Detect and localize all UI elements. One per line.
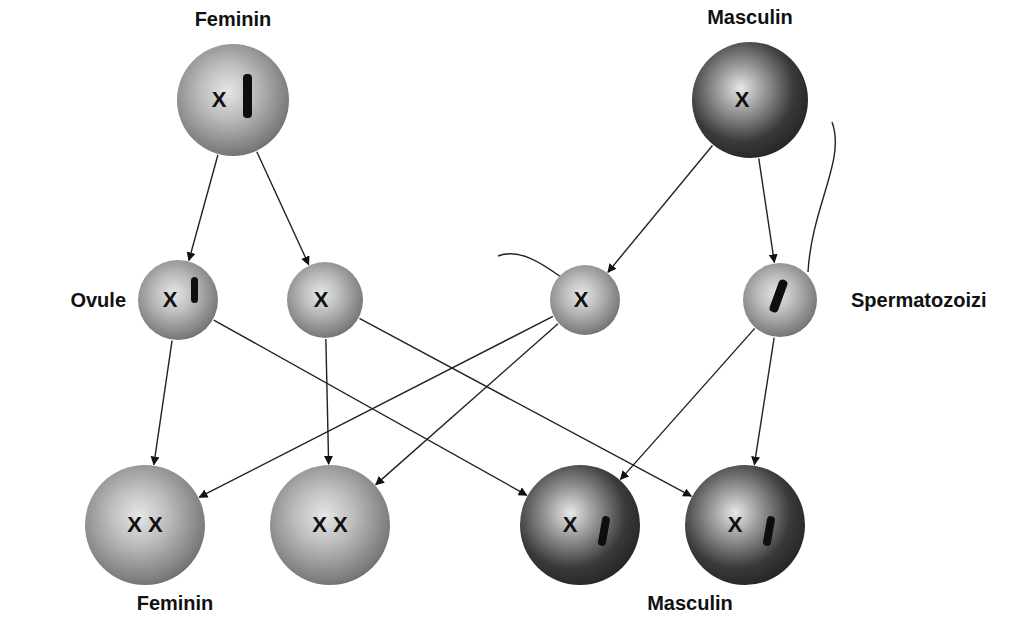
chromosome (243, 74, 252, 118)
inheritance-arrow (754, 338, 774, 465)
chromosome-label: X X (127, 514, 162, 536)
sperm-tail (808, 122, 835, 272)
cell-circle: FemininX (177, 44, 289, 156)
chromosome (191, 277, 198, 303)
sperm-tail (498, 254, 561, 277)
inheritance-arrow (759, 158, 775, 262)
inheritance-arrow (608, 146, 713, 273)
cell-circle: X (520, 465, 640, 585)
cell-heading: Masculin (707, 6, 793, 28)
inheritance-arrow (326, 339, 329, 464)
cell-circle: X X (270, 465, 390, 585)
chromosome-label: X (574, 289, 589, 311)
chromosome-label: X (563, 514, 578, 536)
chromosome (597, 516, 610, 547)
inheritance-arrow (189, 155, 218, 261)
inheritance-arrow (154, 341, 172, 465)
cell-heading: Ovule (70, 289, 126, 311)
inheritance-arrow (359, 318, 691, 496)
chromosome-label: X (735, 89, 750, 111)
cell-heading: Spermatozoizi (851, 289, 987, 311)
chromosome-label: X (728, 514, 743, 536)
cell-circle: X (287, 262, 363, 338)
chromosome (768, 278, 788, 313)
cell-circle: MasculinX (692, 42, 808, 158)
inheritance-arrow (376, 324, 558, 485)
inheritance-arrow (214, 320, 527, 495)
chromosome-label: X (163, 289, 178, 311)
inheritance-arrow (199, 316, 553, 497)
group-label: Feminin (137, 592, 214, 614)
inheritance-arrow (257, 152, 309, 265)
chromosome-label: X X (312, 514, 347, 536)
chromosome-label: X (314, 289, 329, 311)
cell-heading: Feminin (195, 8, 272, 30)
cell-circle: X (550, 265, 620, 335)
cell-circle: Spermatozoizi (743, 263, 817, 337)
inheritance-arrow (621, 328, 755, 479)
chromosome-label: X (212, 89, 227, 111)
cell-circle: X (685, 465, 805, 585)
cell-circle: X X (85, 465, 205, 585)
chromosome (762, 516, 775, 547)
cell-circle: OvuleX (138, 260, 218, 340)
group-label: Masculin (647, 592, 733, 614)
